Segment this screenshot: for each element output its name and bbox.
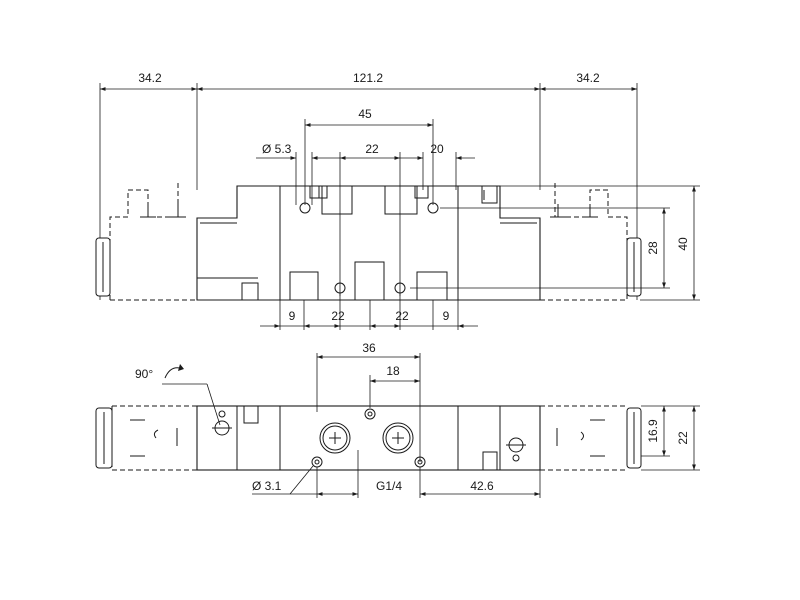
dim-right-offset: 42.6 xyxy=(470,479,494,493)
dim-thread: G1/4 xyxy=(376,479,402,493)
dim-bottom-pitch-2: 22 xyxy=(395,309,409,323)
dim-body-length: 121.2 xyxy=(353,71,383,85)
top-view: 34.2 121.2 34.2 45 Ø 5.3 22 20 xyxy=(95,71,700,330)
rotation-arrow-icon xyxy=(164,367,181,379)
dim-small-hole: Ø 3.1 xyxy=(252,479,282,493)
valve-body-top xyxy=(196,185,541,301)
right-solenoid-coil xyxy=(540,183,642,301)
dim-port-offset-upper: 20 xyxy=(430,142,444,156)
dim-height-inner: 28 xyxy=(646,241,660,255)
side-view: 36 18 90° xyxy=(95,341,700,498)
dim-port-span: 36 xyxy=(362,341,376,355)
dim-bottom-edge-right: 9 xyxy=(443,309,450,323)
dim-side-height-inner: 16.9 xyxy=(646,419,660,443)
dim-bottom-pitch-1: 22 xyxy=(331,309,345,323)
dim-port-half: 18 xyxy=(386,364,400,378)
right-solenoid-side xyxy=(540,405,642,471)
dim-coil-right: 34.2 xyxy=(576,71,600,85)
dim-mount-spacing: 45 xyxy=(358,107,372,121)
valve-body-side xyxy=(196,405,541,471)
dim-hole-diameter: Ø 5.3 xyxy=(262,142,292,156)
left-solenoid-side xyxy=(95,405,197,471)
dim-bottom-edge-left: 9 xyxy=(289,309,296,323)
dim-side-height-total: 22 xyxy=(676,431,690,445)
dim-coil-left: 34.2 xyxy=(138,71,162,85)
left-solenoid-coil xyxy=(95,183,197,301)
dim-port-pitch-upper: 22 xyxy=(365,142,379,156)
rotation-label: 90° xyxy=(135,367,153,381)
dim-height-total: 40 xyxy=(676,237,690,251)
